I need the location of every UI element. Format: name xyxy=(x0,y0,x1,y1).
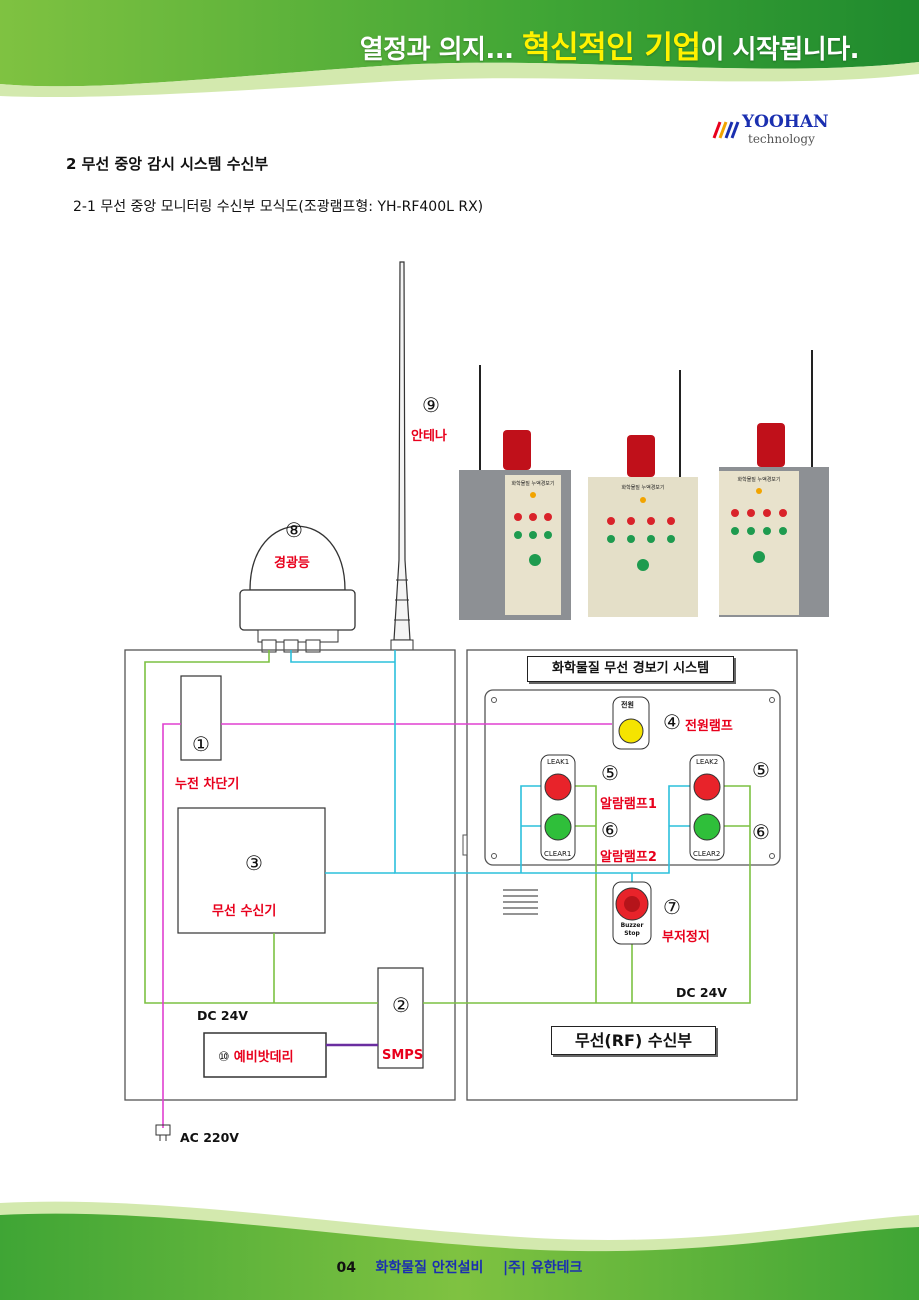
plate-b-text: 화학물질 누액경보기 xyxy=(622,484,665,491)
section-subtitle: 2-1 무선 중앙 모니터링 수신부 모식도(조광램프형: YH-RF400L … xyxy=(73,199,484,215)
leak1-number: ⑤ xyxy=(601,761,619,785)
logo-main: YOOHAN xyxy=(742,112,829,132)
logo-stripes-icon xyxy=(712,121,740,139)
plug-icon xyxy=(155,1124,171,1141)
buzzer-label: 부저정지 xyxy=(662,930,710,945)
antenna-graphic xyxy=(390,261,414,651)
clear2-cap: CLEAR2 xyxy=(693,850,721,858)
page-number: 04 xyxy=(336,1260,357,1276)
leak2-number: ⑤ xyxy=(752,758,770,782)
clear1-cap: CLEAR1 xyxy=(544,850,572,858)
product-photo: 화학물질 누액경보기 화학물질 누액경보기 화학물질 누액경보기 xyxy=(459,350,829,620)
breaker-label: 누전 차단기 xyxy=(175,777,240,792)
footer-wave xyxy=(0,1201,919,1300)
power-lamp-number: ④ xyxy=(663,710,681,734)
header-slogan: 열정과 의지... 혁신적인 기업이 시작됩니다. xyxy=(359,30,860,66)
clear2-number: ⑥ xyxy=(752,820,770,844)
footer-text-1: 화학물질 안전설비 xyxy=(375,1260,484,1276)
wiring-diagram xyxy=(124,261,798,1141)
breaker-number: ① xyxy=(192,732,210,756)
smps-number: ② xyxy=(392,993,410,1017)
company-logo: YOOHAN technology xyxy=(708,112,848,152)
dc-left-label: DC 24V xyxy=(197,1008,248,1023)
logo-sub: technology xyxy=(748,132,815,146)
antenna-label: 안테나 xyxy=(411,429,447,444)
battery-number: ⑩ xyxy=(218,1050,230,1065)
footer: 04 화학물질 안전설비 |주| 유한테크 xyxy=(0,1257,919,1277)
receiver-number: ③ xyxy=(245,851,263,875)
plate-c-text: 화학물질 누액경보기 xyxy=(738,476,781,483)
beacon-number: ⑧ xyxy=(285,518,303,542)
power-lamp-label: 전원램프 xyxy=(685,719,733,734)
leak1-label: 알람램프1 xyxy=(600,797,657,812)
smps-label: SMPS xyxy=(382,1048,424,1063)
clear1-number: ⑥ xyxy=(601,818,619,842)
buzzer-cap: Buzzer Stop xyxy=(620,922,644,937)
dc-right-label: DC 24V xyxy=(676,985,727,1000)
section-title: 2 무선 중앙 감시 시스템 수신부 xyxy=(66,155,269,173)
antenna-number: ⑨ xyxy=(422,393,440,417)
beacon-graphic xyxy=(239,525,356,653)
leak1-cap: LEAK1 xyxy=(547,758,570,766)
battery-label: ⑩ 예비밧데리 xyxy=(218,1050,294,1065)
leak2-cap: LEAK2 xyxy=(696,758,719,766)
clear1-label: 알람램프2 xyxy=(600,850,657,865)
header-wave xyxy=(0,0,919,98)
beacon-label: 경광등 xyxy=(274,556,310,571)
rf-receiver-title: 무선(RF) 수신부 xyxy=(551,1026,716,1055)
ac-label: AC 220V xyxy=(180,1130,239,1145)
panel-title: 화학물질 무선 경보기 시스템 xyxy=(527,656,734,682)
plate-a-text: 화학물질 누액경보기 xyxy=(512,480,555,487)
buzzer-number: ⑦ xyxy=(663,895,681,919)
power-lamp-cap: 전원 xyxy=(621,701,634,709)
footer-text-2: |주| 유한테크 xyxy=(502,1260,583,1276)
receiver-label: 무선 수신기 xyxy=(212,904,277,919)
